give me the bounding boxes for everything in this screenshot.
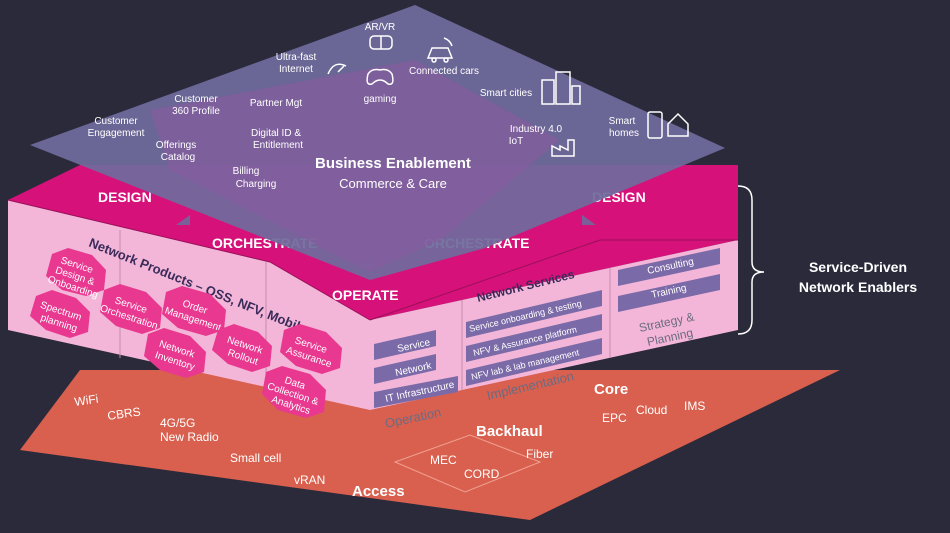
epc-label: EPC: [602, 411, 627, 425]
digital-id-label-2: Entitlement: [253, 140, 303, 151]
side-label-line-2: Network Enablers: [799, 279, 917, 295]
hexagon-service-assurance: Service Assurance: [280, 324, 342, 374]
industry-label-1: Industry 4.0: [510, 124, 563, 135]
side-annotation: Service-Driven Network Enablers: [737, 185, 917, 335]
ultra-fast-label-2: Internet: [279, 64, 313, 75]
hexagon-shape: [280, 324, 342, 374]
top-layer: Business Enablement Commerce & Care AR/V…: [30, 5, 725, 280]
operation-box-service: [374, 330, 436, 360]
fiber-label: Fiber: [526, 447, 553, 461]
smart-homes-label-1: Smart: [609, 116, 636, 127]
cbrs-label: CBRS: [106, 404, 141, 423]
top-face-edge-right: [369, 239, 738, 321]
ns-box-platform: [466, 314, 602, 362]
ns-box-onboarding: [466, 290, 602, 338]
design-left-label: DESIGN: [98, 189, 152, 205]
ns-box-lab: [466, 338, 602, 386]
digital-id-label-1: Digital ID &: [251, 128, 301, 139]
vran-label: vRAN: [294, 473, 325, 487]
hexagon-shape: [212, 324, 272, 372]
wifi-label: WiFi: [73, 392, 99, 409]
radio-label-2: New Radio: [160, 430, 219, 444]
curly-brace: [737, 185, 765, 335]
hexagon-shape: [162, 286, 226, 336]
offerings-label-1: Offerings: [156, 140, 196, 151]
smart-homes-label-2: homes: [609, 128, 639, 139]
hexagon-shape: [262, 366, 326, 418]
partner-mgt-label: Partner Mgt: [250, 98, 302, 109]
hexagon-shape: [100, 284, 162, 334]
top-face-edge-left: [7, 199, 371, 321]
vr-headset-icon: [369, 35, 393, 50]
operation-column: Service Network IT Infrastructure Operat…: [374, 330, 458, 431]
business-enablement-title: Business Enablement: [315, 155, 471, 172]
operation-box-network: [374, 354, 436, 384]
gamepad-icon: [366, 68, 394, 86]
ar-vr-label: AR/VR: [365, 22, 396, 33]
arrow-marker-left: [176, 215, 190, 225]
customer-360-label-2: 360 Profile: [172, 106, 220, 117]
strategy-box-consulting: [618, 248, 720, 286]
hexagon-network-rollout: Network Rollout: [212, 324, 272, 372]
industry-label-2: IoT: [509, 136, 523, 147]
small-cell-label: Small cell: [230, 451, 281, 465]
ims-label: IMS: [684, 399, 705, 413]
smart-cities-label: Smart cities: [480, 88, 532, 99]
customer-engagement-label-1: Customer: [94, 116, 138, 127]
radio-label-1: 4G/5G: [160, 416, 195, 430]
hexagon-shape: [144, 328, 206, 378]
operate-label: OPERATE: [332, 287, 399, 303]
customer-engagement-label-2: Engagement: [88, 128, 145, 139]
access-label: Access: [352, 483, 405, 500]
billing-label-1: Billing: [233, 166, 260, 177]
hexagon-shape: [30, 290, 90, 338]
factory-icon: [551, 139, 575, 157]
hexagon-shape: [46, 248, 106, 296]
smart-home-icon: [647, 111, 689, 139]
cord-label: CORD: [464, 467, 500, 481]
cloud-label: Cloud: [636, 403, 667, 417]
core-label: Core: [594, 381, 628, 398]
hexagon-spectrum: Spectrum planning: [30, 290, 90, 338]
connected-car-icon: [426, 37, 454, 63]
offerings-label-2: Catalog: [161, 152, 195, 163]
bottom-layer-plane: [20, 370, 840, 520]
backhaul-label: Backhaul: [476, 423, 543, 440]
strategy-box-training: [618, 274, 720, 312]
backhaul-inset: [393, 434, 542, 493]
side-label-line-1: Service-Driven: [809, 259, 907, 275]
hexagon-service-design: Service Design & Onboarding: [46, 248, 106, 301]
gaming-label: gaming: [364, 94, 397, 105]
arrow-marker-right: [582, 215, 596, 225]
operation-box-it: [374, 376, 458, 408]
commerce-care-subtitle: Commerce & Care: [339, 176, 447, 191]
city-buildings-icon: [541, 71, 581, 105]
connected-cars-label: Connected cars: [409, 66, 479, 77]
hexagon-network-inventory: Network Inventory: [144, 328, 206, 378]
speedometer-icon: [327, 63, 347, 75]
customer-360-label-1: Customer: [174, 94, 218, 105]
ultra-fast-label-1: Ultra-fast: [276, 52, 317, 63]
mec-label: MEC: [430, 453, 457, 467]
top-layer-glow: [150, 60, 560, 272]
billing-label-2: Charging: [236, 179, 277, 190]
bottom-layer: WiFi CBRS 4G/5G New Radio Small cell vRA…: [20, 370, 840, 520]
